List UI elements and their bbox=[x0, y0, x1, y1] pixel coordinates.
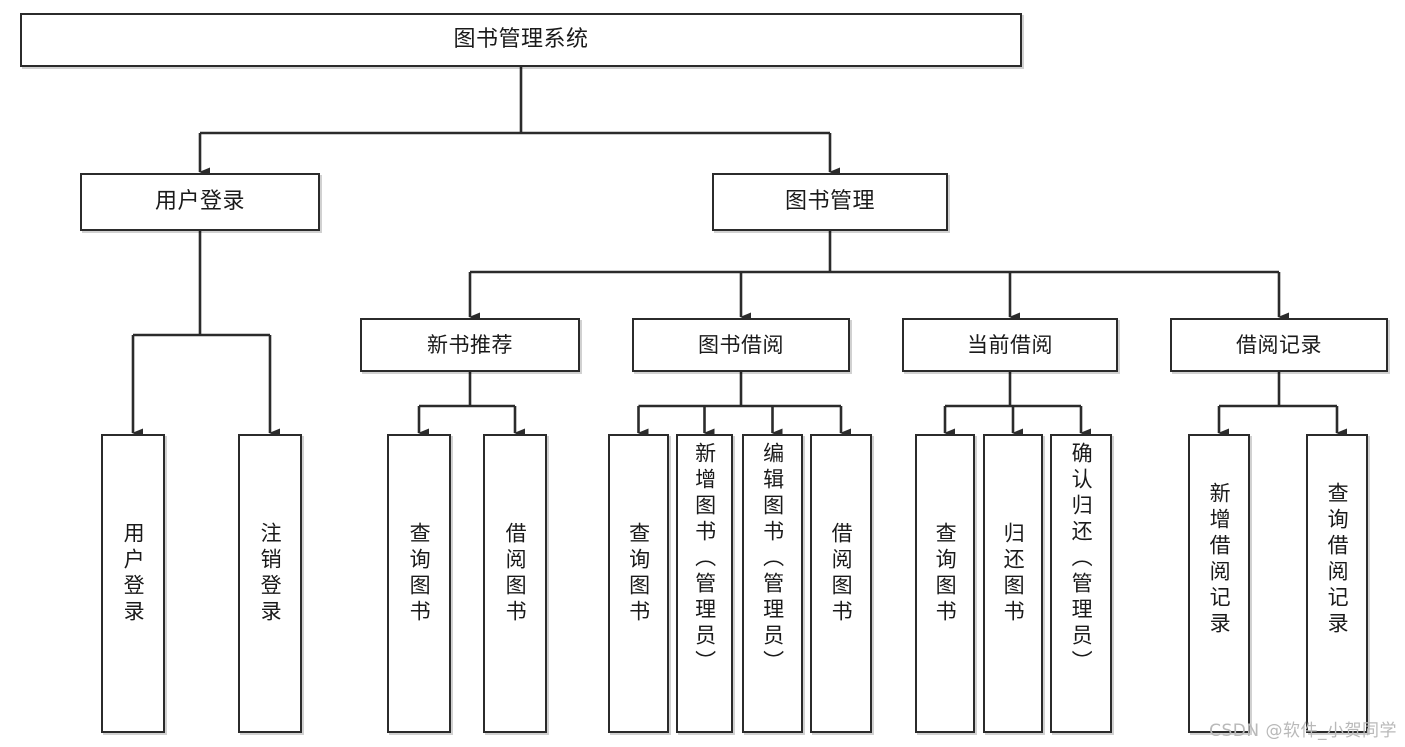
node-login[interactable]: 用户登录 bbox=[80, 173, 320, 231]
node-l-qnew[interactable]: 查询图书 bbox=[387, 434, 451, 733]
node-records[interactable]: 借阅记录 bbox=[1170, 318, 1388, 372]
node-label-l-confirm: 确认归还（管理员） bbox=[1069, 442, 1094, 676]
node-l-login[interactable]: 用户登录 bbox=[101, 434, 165, 733]
node-l-confirm[interactable]: 确认归还（管理员） bbox=[1050, 434, 1112, 733]
node-l-addbook[interactable]: 新增图书（管理员） bbox=[676, 434, 733, 733]
node-label-records: 借阅记录 bbox=[1236, 332, 1322, 357]
node-bookmgmt[interactable]: 图书管理 bbox=[712, 173, 948, 231]
node-label-l-qnew: 查询图书 bbox=[407, 522, 432, 626]
node-label-l-qcur: 查询图书 bbox=[933, 522, 958, 626]
node-label-l-bnew: 借阅图书 bbox=[503, 522, 528, 626]
node-label-l-editbook: 编辑图书（管理员） bbox=[760, 442, 785, 676]
node-label-root: 图书管理系统 bbox=[453, 27, 589, 53]
node-l-qbook[interactable]: 查询图书 bbox=[608, 434, 669, 733]
node-l-bnew[interactable]: 借阅图书 bbox=[483, 434, 547, 733]
node-label-current: 当前借阅 bbox=[967, 332, 1053, 357]
node-l-borrowbk[interactable]: 借阅图书 bbox=[810, 434, 872, 733]
node-label-l-borrowbk: 借阅图书 bbox=[829, 522, 854, 626]
node-label-l-return: 归还图书 bbox=[1001, 522, 1026, 626]
node-newbook[interactable]: 新书推荐 bbox=[360, 318, 580, 372]
node-label-l-addrec: 新增借阅记录 bbox=[1207, 482, 1232, 638]
node-l-addrec[interactable]: 新增借阅记录 bbox=[1188, 434, 1250, 733]
node-borrow[interactable]: 图书借阅 bbox=[632, 318, 850, 372]
node-root[interactable]: 图书管理系统 bbox=[20, 13, 1022, 67]
node-label-borrow: 图书借阅 bbox=[698, 332, 784, 357]
node-l-editbook[interactable]: 编辑图书（管理员） bbox=[742, 434, 803, 733]
node-label-l-addbook: 新增图书（管理员） bbox=[692, 442, 717, 676]
node-label-l-qrec: 查询借阅记录 bbox=[1325, 482, 1350, 638]
node-label-l-qbook: 查询图书 bbox=[626, 522, 651, 626]
node-label-l-login: 用户登录 bbox=[121, 522, 146, 626]
node-l-logout[interactable]: 注销登录 bbox=[238, 434, 302, 733]
node-l-return[interactable]: 归还图书 bbox=[983, 434, 1043, 733]
node-label-login: 用户登录 bbox=[154, 189, 245, 215]
node-label-l-logout: 注销登录 bbox=[258, 522, 283, 626]
node-label-bookmgmt: 图书管理 bbox=[784, 189, 875, 215]
node-current[interactable]: 当前借阅 bbox=[902, 318, 1118, 372]
node-label-newbook: 新书推荐 bbox=[427, 332, 513, 357]
node-l-qcur[interactable]: 查询图书 bbox=[915, 434, 975, 733]
node-l-qrec[interactable]: 查询借阅记录 bbox=[1306, 434, 1368, 733]
